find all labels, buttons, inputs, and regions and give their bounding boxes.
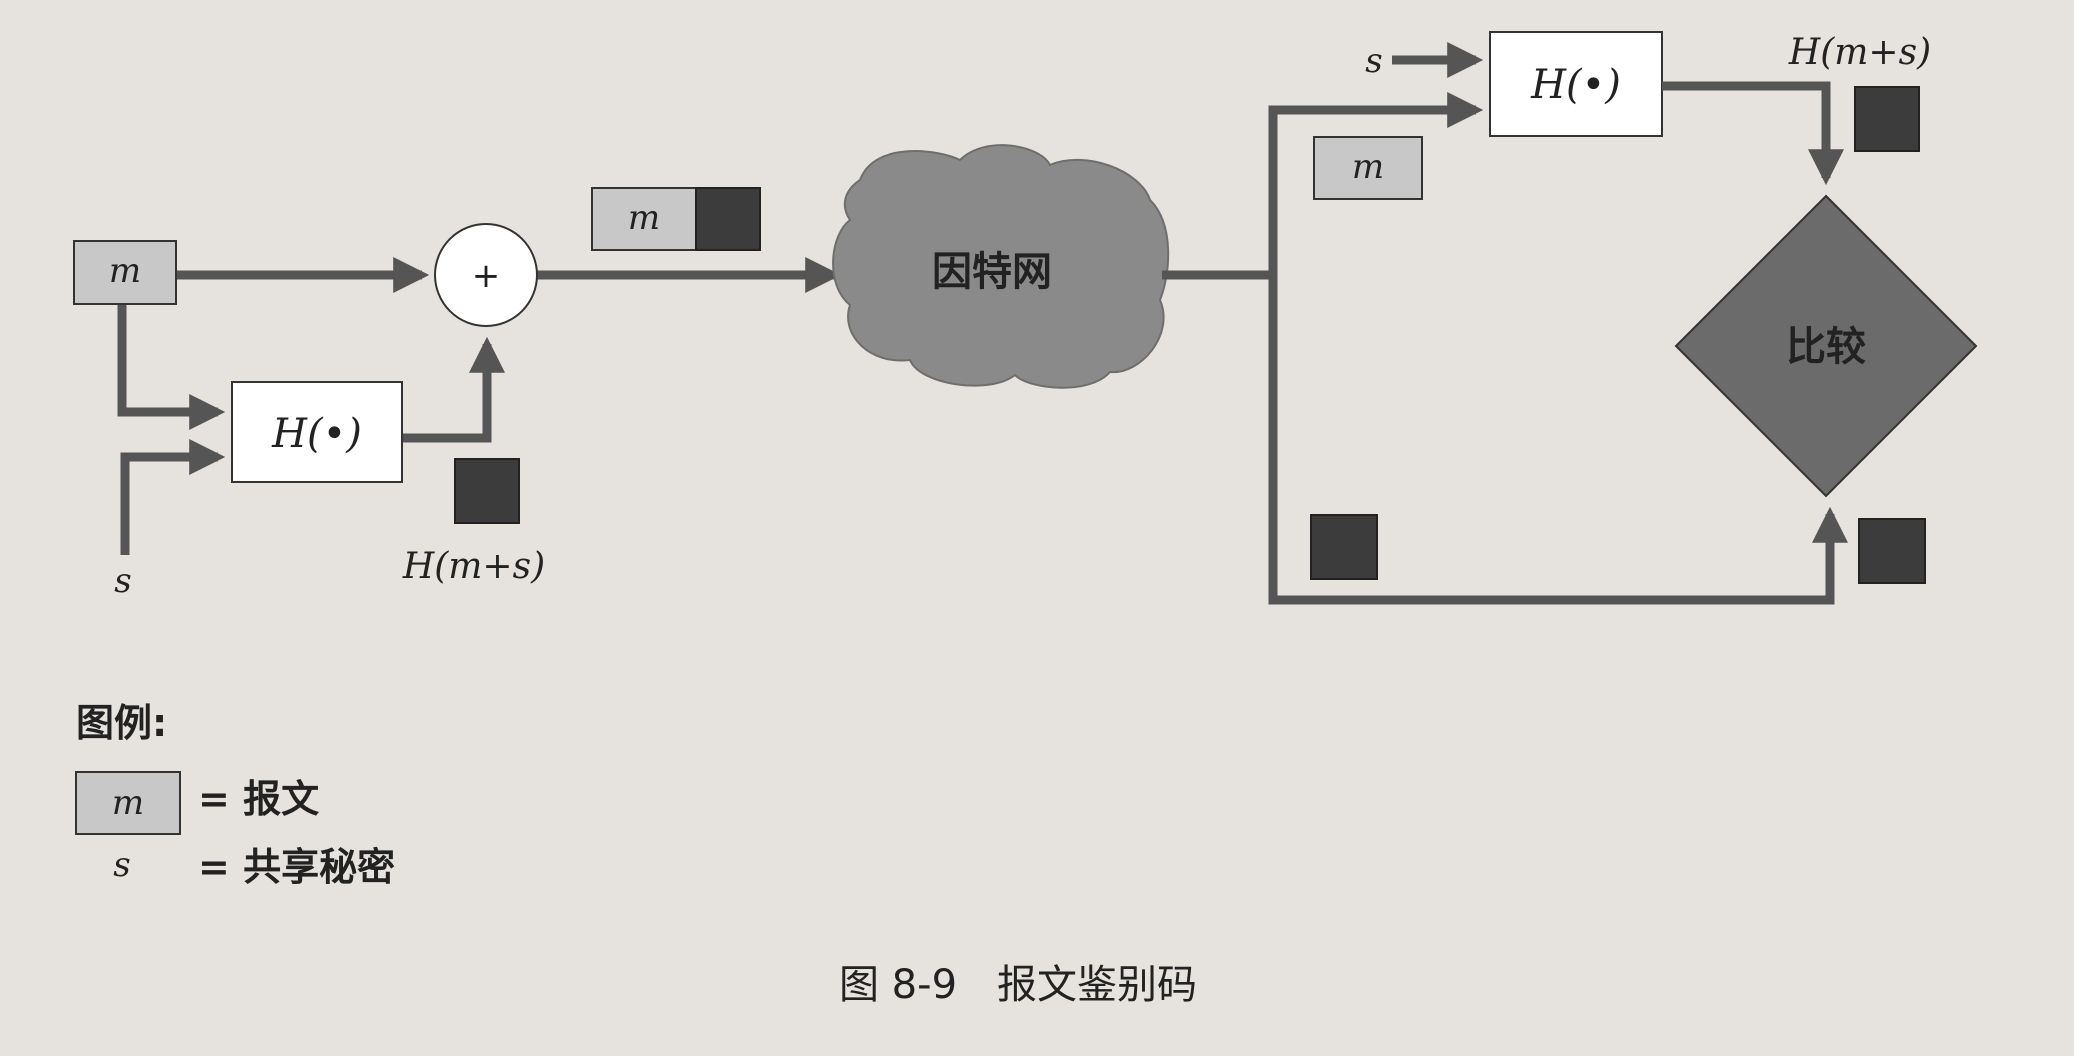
legend-secret-symbol: s [113, 845, 130, 885]
internet-label: 因特网 [932, 249, 1052, 295]
legend-message-meaning: = 报文 [198, 777, 319, 821]
arrow-received-mac-to-compare [1268, 275, 1848, 605]
arrow-hash-to-plus [403, 336, 505, 443]
compare-label: 比较 [1786, 324, 1866, 370]
sender-mac-block [454, 458, 520, 524]
packet-message-part [591, 187, 697, 251]
internet-cloud-group: 因特网 [832, 144, 1170, 389]
receiver-hash-label: H(•) [1530, 62, 1621, 108]
legend-message-swatch [75, 771, 181, 835]
receiver-side: s m H(•) H(m+s) 比较 [1162, 31, 1978, 605]
received-message-symbol: m [1352, 147, 1384, 187]
receiver-mac-label: H(m+s) [1788, 32, 1931, 73]
legend: 图例: m = 报文 s = 共享秘密 [75, 701, 395, 889]
concat-circle [434, 223, 538, 327]
computed-mac-block [1854, 86, 1920, 152]
receiver-hash-box [1489, 31, 1663, 137]
sender-side: m s H(•) + H(m+s) m [73, 187, 842, 601]
receiver-secret-symbol: s [1365, 41, 1382, 81]
received-mac-block-right [1858, 518, 1926, 584]
sender-hash-box [231, 381, 403, 483]
internet-cloud [832, 144, 1170, 389]
received-message-box [1313, 136, 1423, 200]
packet-message-symbol: m [628, 198, 660, 238]
legend-title: 图例: [76, 701, 167, 745]
transmitted-packet: m [591, 187, 761, 251]
legend-secret-meaning: = 共享秘密 [198, 845, 395, 889]
sender-message-symbol: m [109, 251, 141, 291]
arrow-secret-to-hash [120, 439, 226, 555]
figure-caption: 图 8-9 报文鉴别码 [839, 962, 1197, 1008]
packet-mac-part [695, 187, 761, 251]
sender-secret-symbol: s [114, 561, 131, 601]
arrow-message-to-hash [117, 305, 226, 430]
concat-plus-symbol: + [472, 256, 501, 296]
arrow-receiver-hash-to-compare [1662, 81, 1844, 186]
sender-mac-label: H(m+s) [402, 546, 545, 587]
sender-hash-label: H(•) [271, 411, 362, 457]
compare-diamond [1674, 194, 1978, 498]
sender-message-box [73, 240, 177, 305]
legend-message-symbol: m [112, 783, 144, 823]
received-mac-block [1310, 514, 1378, 580]
